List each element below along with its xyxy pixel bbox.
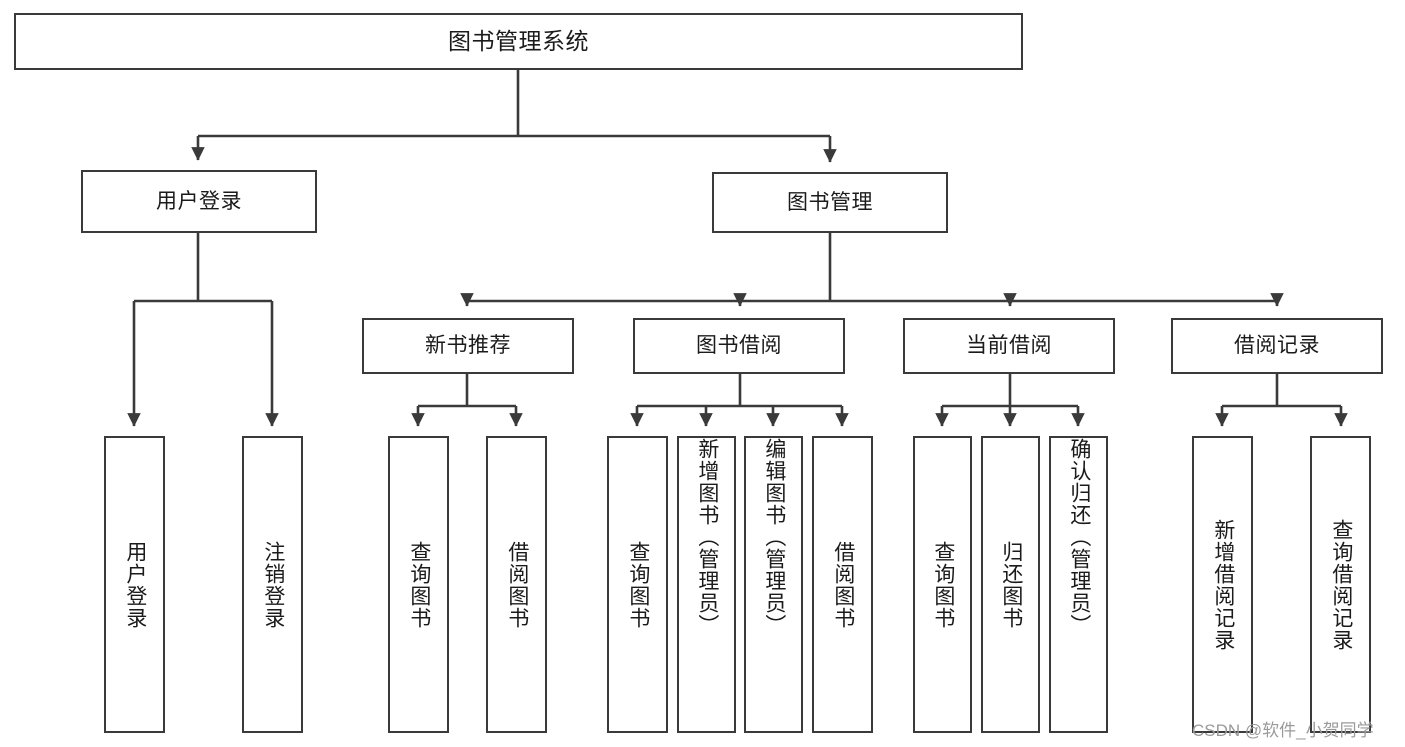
node-new-book-recommend-label: 新书推荐 (425, 334, 511, 358)
node-leaf-edit-book[interactable]: 编辑图书（管理员） (744, 436, 803, 733)
node-book-borrow[interactable]: 图书借阅 (633, 318, 845, 374)
node-leaf-user-logout[interactable]: 注销登录 (242, 436, 303, 733)
node-leaf-user-logout-label: 注销登录 (261, 540, 285, 629)
node-borrow-record[interactable]: 借阅记录 (1171, 318, 1383, 374)
node-leaf-user-login-label: 用户登录 (123, 540, 147, 629)
node-leaf-query-record[interactable]: 查询借阅记录 (1310, 436, 1371, 733)
node-leaf-query-record-label: 查询借阅记录 (1329, 518, 1353, 651)
edges-book-management (460, 233, 1284, 307)
node-book-management[interactable]: 图书管理 (712, 172, 948, 233)
node-root[interactable]: 图书管理系统 (14, 13, 1023, 70)
node-new-book-recommend[interactable]: 新书推荐 (362, 318, 574, 374)
node-current-borrow[interactable]: 当前借阅 (903, 318, 1115, 374)
node-leaf-query-book-1[interactable]: 查询图书 (388, 436, 449, 733)
node-leaf-query-book-3[interactable]: 查询图书 (913, 436, 972, 733)
edges-borrow-record (1215, 374, 1348, 427)
node-leaf-add-book[interactable]: 新增图书（管理员） (677, 436, 736, 733)
node-leaf-query-book-3-label: 查询图书 (931, 540, 955, 629)
node-leaf-add-record[interactable]: 新增借阅记录 (1192, 436, 1253, 733)
node-leaf-borrow-book-1-label: 借阅图书 (505, 540, 529, 629)
edges-new-book-recommend (411, 374, 523, 427)
node-leaf-borrow-book-2[interactable]: 借阅图书 (812, 436, 873, 733)
node-leaf-add-book-label: 新增图书（管理员） (695, 438, 719, 636)
node-user-login[interactable]: 用户登录 (81, 170, 317, 233)
node-leaf-query-book-1-label: 查询图书 (407, 540, 431, 629)
node-leaf-return-book[interactable]: 归还图书 (981, 436, 1040, 733)
node-leaf-add-record-label: 新增借阅记录 (1211, 518, 1235, 651)
node-leaf-confirm-return[interactable]: 确认归还（管理员） (1049, 436, 1108, 733)
edges-current-borrow (935, 374, 1085, 427)
node-leaf-borrow-book-2-label: 借阅图书 (831, 540, 855, 629)
node-leaf-query-book-2-label: 查询图书 (626, 540, 650, 629)
node-leaf-query-book-2[interactable]: 查询图书 (607, 436, 668, 733)
node-book-management-label: 图书管理 (787, 190, 873, 214)
node-leaf-confirm-return-label: 确认归还（管理员） (1067, 438, 1091, 636)
node-leaf-edit-book-label: 编辑图书（管理员） (762, 438, 786, 636)
node-leaf-return-book-label: 归还图书 (999, 540, 1023, 629)
edges-book-borrow (630, 374, 849, 427)
node-leaf-user-login[interactable]: 用户登录 (104, 436, 165, 733)
node-borrow-record-label: 借阅记录 (1234, 334, 1320, 358)
node-leaf-borrow-book-1[interactable]: 借阅图书 (486, 436, 547, 733)
node-current-borrow-label: 当前借阅 (966, 334, 1052, 358)
node-root-label: 图书管理系统 (448, 27, 589, 54)
edges-root (191, 70, 837, 163)
node-book-borrow-label: 图书借阅 (696, 334, 782, 358)
node-user-login-label: 用户登录 (156, 189, 242, 213)
edges-user-login (127, 233, 279, 427)
